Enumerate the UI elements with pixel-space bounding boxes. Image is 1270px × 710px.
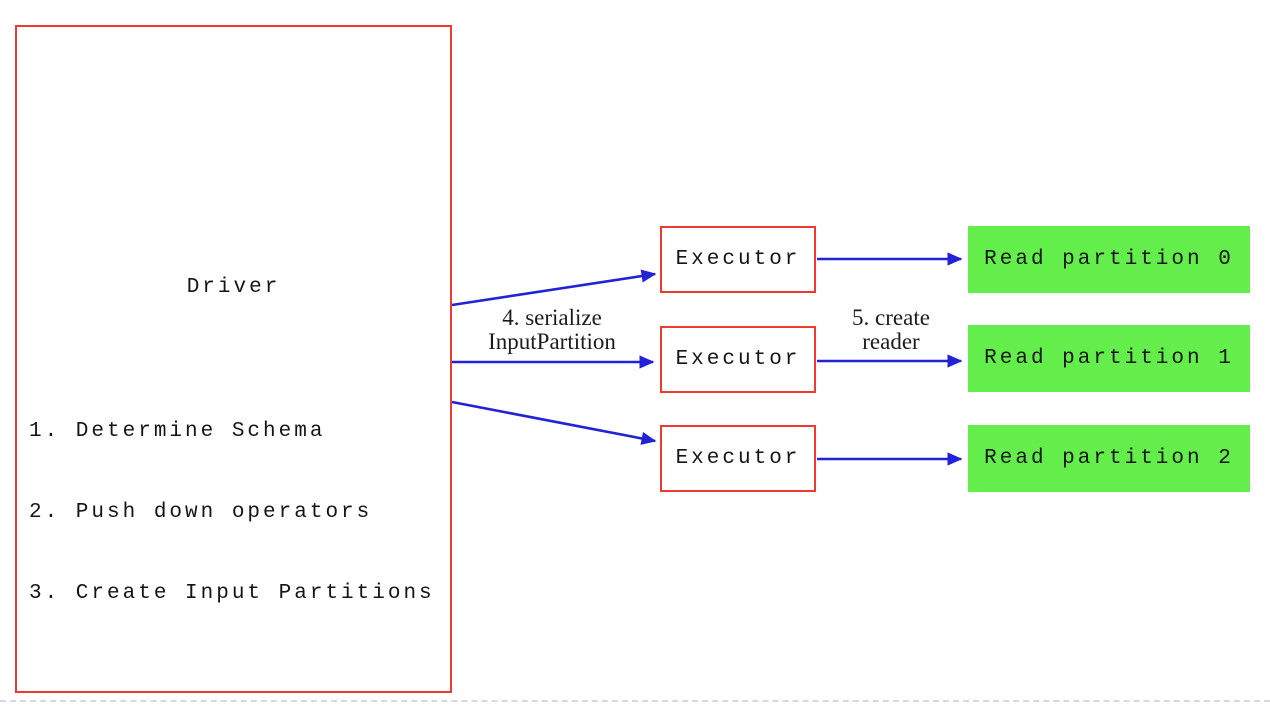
driver-steps: 1. Determine Schema 2. Push down operato… — [29, 364, 435, 661]
label-serialize-line1: 4. serialize — [502, 305, 602, 330]
executor-label-1: Executor — [675, 348, 801, 371]
read-partition-box-0: Read partition 0 — [968, 226, 1250, 293]
driver-title: Driver — [186, 276, 281, 299]
driver-box — [15, 25, 452, 693]
label-serialize-inputpartition: 4. serialize InputPartition — [488, 306, 616, 354]
label-serialize-line2: InputPartition — [488, 329, 616, 354]
read-partition-label-2: Read partition 2 — [984, 447, 1234, 470]
read-partition-label-0: Read partition 0 — [984, 248, 1234, 271]
read-partition-box-2: Read partition 2 — [968, 425, 1250, 492]
executor-box-2: Executor — [660, 425, 816, 492]
arrow-driver-to-executor-0 — [451, 269, 657, 307]
driver-step-3: 3. Create Input Partitions — [29, 582, 435, 605]
executor-label-0: Executor — [675, 248, 801, 271]
executor-label-2: Executor — [675, 447, 801, 470]
arrow-driver-to-executor-2 — [451, 400, 657, 445]
label-reader-line2: reader — [862, 329, 920, 354]
baseline-divider — [0, 700, 1270, 702]
read-partition-label-1: Read partition 1 — [984, 347, 1234, 370]
executor-box-1: Executor — [660, 326, 816, 393]
label-reader-line1: 5. create — [852, 305, 930, 330]
executor-box-0: Executor — [660, 226, 816, 293]
driver-step-2: 2. Push down operators — [29, 501, 373, 524]
label-create-reader: 5. create reader — [852, 306, 930, 354]
read-partition-box-1: Read partition 1 — [968, 325, 1250, 392]
driver-step-1: 1. Determine Schema — [29, 420, 326, 443]
